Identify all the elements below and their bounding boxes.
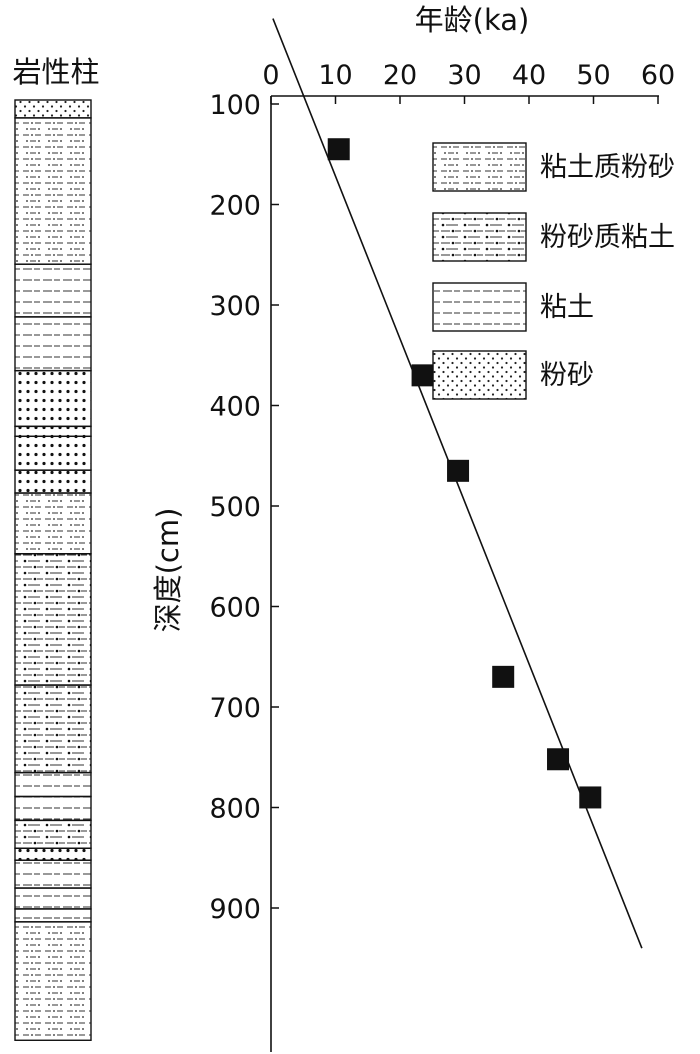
y-axis-title: 深度(cm) bbox=[151, 508, 185, 633]
data-point bbox=[547, 748, 570, 771]
x-tick-label: 30 bbox=[447, 60, 481, 91]
y-tick-group: 100 200 300 400 500 600 700 800 900 bbox=[209, 90, 279, 925]
x-tick-label: 10 bbox=[318, 60, 352, 91]
data-point bbox=[492, 665, 515, 688]
y-tick-label: 800 bbox=[209, 794, 261, 825]
data-point bbox=[447, 459, 470, 482]
y-tick-label: 300 bbox=[209, 291, 261, 322]
x-axis-title: 年龄(ka) bbox=[415, 3, 530, 37]
lithology-layer bbox=[14, 263, 92, 318]
lithology-layer bbox=[14, 859, 92, 889]
legend-label: 粘土 bbox=[540, 292, 594, 323]
legend-label: 粘土质粉砂 bbox=[540, 152, 675, 183]
lithology-layer bbox=[14, 847, 92, 861]
y-tick-label: 400 bbox=[209, 392, 261, 423]
lithology-layer bbox=[14, 369, 92, 428]
lithology-layer bbox=[14, 492, 92, 555]
data-point bbox=[579, 786, 602, 809]
data-point bbox=[411, 364, 434, 387]
x-tick-label: 60 bbox=[641, 60, 675, 91]
x-tick-label: 20 bbox=[383, 60, 417, 91]
lithology-layer bbox=[14, 887, 92, 910]
legend-swatch bbox=[432, 212, 527, 262]
lithology-layer bbox=[14, 908, 92, 923]
lithology-layer bbox=[14, 921, 92, 1041]
legend-swatch bbox=[432, 350, 527, 400]
lithology-layer bbox=[14, 469, 92, 494]
lithology-layer bbox=[14, 425, 92, 438]
lithology-layer bbox=[14, 795, 92, 822]
x-tick-label: 50 bbox=[576, 60, 610, 91]
legend-label: 粉砂质粘土 bbox=[540, 222, 675, 253]
y-tick-label: 600 bbox=[209, 593, 261, 624]
legend-swatch bbox=[432, 142, 527, 192]
y-tick-label: 900 bbox=[209, 894, 261, 925]
y-tick-label: 500 bbox=[209, 492, 261, 523]
lithology-column bbox=[14, 99, 92, 1041]
x-tick-label: 40 bbox=[512, 60, 546, 91]
y-tick-label: 200 bbox=[209, 191, 261, 222]
lithology-layer bbox=[14, 435, 92, 471]
lithology-layer bbox=[14, 117, 92, 265]
lithology-layer bbox=[14, 316, 92, 372]
lithology-layer bbox=[14, 99, 92, 119]
lithology-layer bbox=[14, 819, 92, 849]
lithology-layer bbox=[14, 684, 92, 774]
legend-swatch bbox=[432, 282, 527, 332]
y-tick-label: 100 bbox=[209, 90, 261, 121]
legend-label: 粉砂 bbox=[540, 360, 594, 391]
lithology-column-title: 岩性柱 bbox=[12, 55, 99, 89]
lithology-layer bbox=[14, 553, 92, 686]
x-tick-group: 0 10 20 30 40 50 60 bbox=[262, 60, 675, 104]
x-tick-label: 0 bbox=[262, 60, 279, 91]
lithology-layer bbox=[14, 771, 92, 798]
data-point-group bbox=[327, 138, 602, 809]
y-tick-label: 700 bbox=[209, 693, 261, 724]
data-point bbox=[327, 138, 350, 161]
